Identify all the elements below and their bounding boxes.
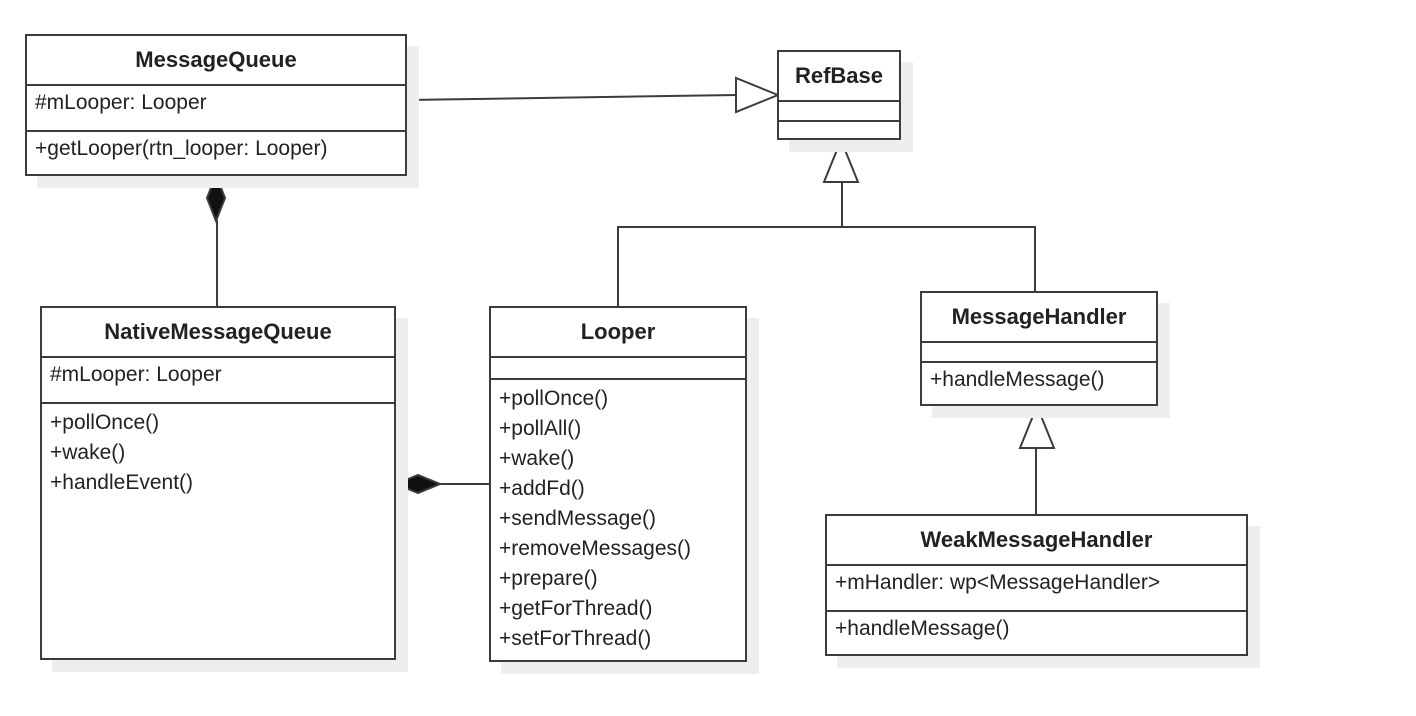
class-name: MessageQueue xyxy=(27,36,405,86)
edge-messagehandler-refbase xyxy=(842,226,1036,291)
attributes-compartment: #mLooper: Looper xyxy=(42,358,394,404)
class-weakmessagehandler: WeakMessageHandler +mHandler: wp<Message… xyxy=(825,514,1248,656)
operation: +prepare() xyxy=(499,567,598,590)
attribute: #mLooper: Looper xyxy=(50,363,222,386)
operation: +handleEvent() xyxy=(50,471,194,494)
attribute: #mLooper: Looper xyxy=(35,91,207,114)
operation: +wake() xyxy=(50,441,126,464)
operation: +pollAll() xyxy=(499,417,582,440)
composition-diamond xyxy=(205,172,227,224)
operations-compartment: +handleMessage() xyxy=(922,363,1156,397)
operations-compartment: +getLooper(rtn_looper: Looper) xyxy=(27,132,405,166)
composition-diamond xyxy=(393,473,443,495)
class-messagequeue: MessageQueue #mLooper: Looper +getLooper… xyxy=(25,34,407,176)
class-messagehandler: MessageHandler +handleMessage() xyxy=(920,291,1158,406)
operation: +pollOnce() xyxy=(499,387,609,410)
operations-compartment xyxy=(779,122,899,138)
generalization-arrowhead xyxy=(1018,403,1056,449)
attributes-compartment xyxy=(779,102,899,122)
class-name: Looper xyxy=(491,308,745,358)
attributes-compartment xyxy=(491,358,745,380)
attributes-compartment: #mLooper: Looper xyxy=(27,86,405,132)
operation: +wake() xyxy=(499,447,575,470)
operation: +getForThread() xyxy=(499,597,653,620)
operation: +pollOnce() xyxy=(50,411,160,434)
edge-looper-refbase xyxy=(617,226,842,306)
operation: +setForThread() xyxy=(499,627,652,650)
class-name: NativeMessageQueue xyxy=(42,308,394,358)
attributes-compartment xyxy=(922,343,1156,363)
operation: +removeMessages() xyxy=(499,537,691,560)
operation: +sendMessage() xyxy=(499,507,656,530)
edge-messagequeue-refbase xyxy=(405,94,737,101)
operations-compartment: +handleMessage() xyxy=(827,612,1246,646)
attributes-compartment: +mHandler: wp<MessageHandler> xyxy=(827,566,1246,612)
class-name: MessageHandler xyxy=(922,293,1156,343)
operations-compartment: +pollOnce() +wake() +handleEvent() xyxy=(42,404,394,500)
operation: +getLooper(rtn_looper: Looper) xyxy=(35,137,328,160)
class-looper: Looper +pollOnce() +pollAll() +wake() +a… xyxy=(489,306,747,662)
attribute: +mHandler: wp<MessageHandler> xyxy=(835,571,1161,594)
operation: +handleMessage() xyxy=(835,617,1010,640)
class-name: RefBase xyxy=(779,52,899,102)
operation: +addFd() xyxy=(499,477,585,500)
operations-compartment: +pollOnce() +pollAll() +wake() +addFd() … xyxy=(491,380,745,656)
generalization-arrowhead xyxy=(822,137,860,183)
generalization-arrowhead xyxy=(735,76,781,114)
class-name: WeakMessageHandler xyxy=(827,516,1246,566)
operation: +handleMessage() xyxy=(930,368,1105,391)
class-refbase: RefBase xyxy=(777,50,901,140)
class-nativemessagequeue: NativeMessageQueue #mLooper: Looper +pol… xyxy=(40,306,396,660)
